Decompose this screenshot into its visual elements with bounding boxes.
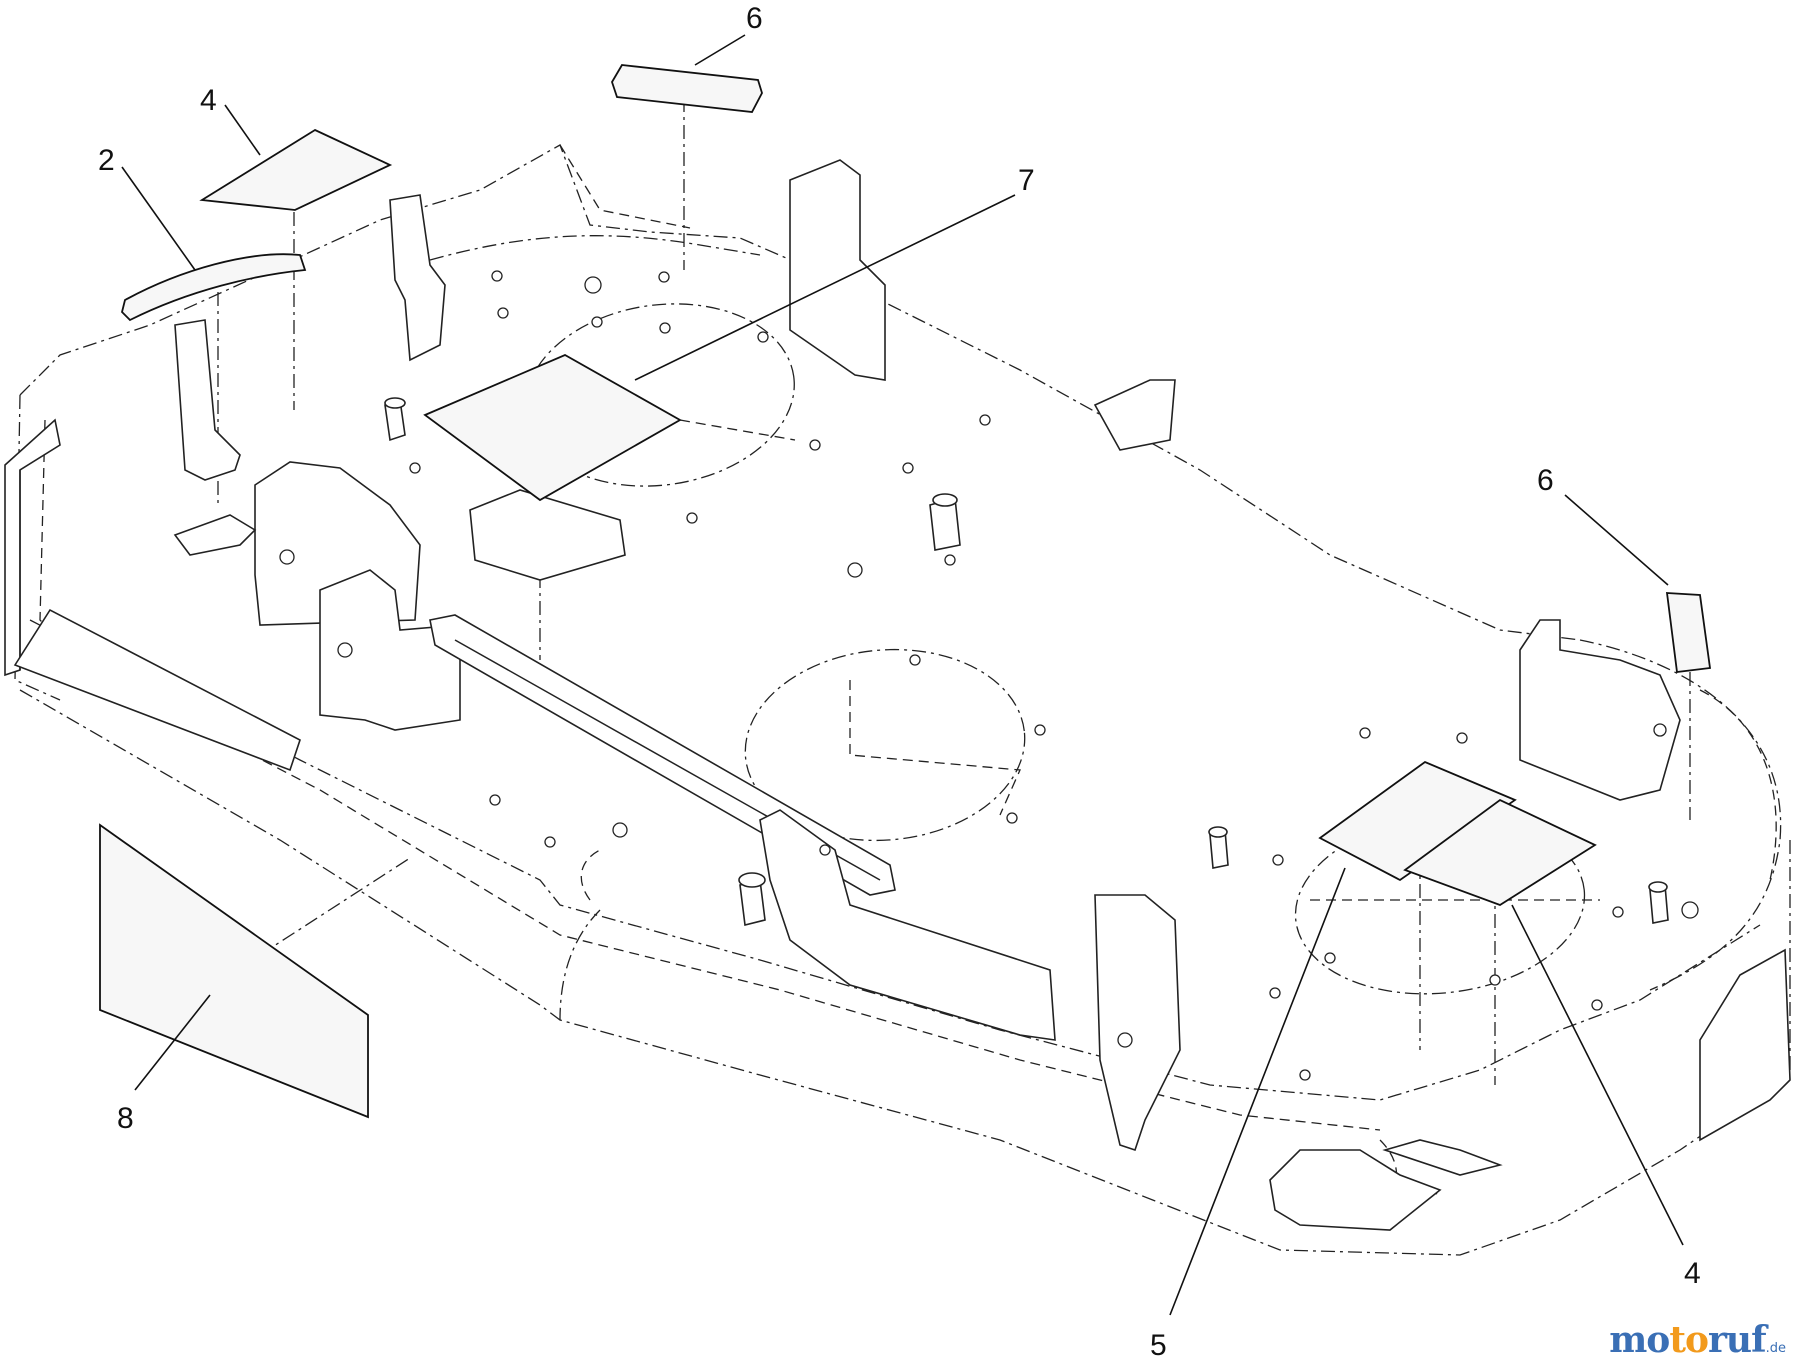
decal-4-bottom: [1403, 798, 1597, 906]
placement-lines: [217, 98, 1691, 1085]
callout-numbers: 6 4 2 7 6 8 5 4: [98, 2, 1701, 1362]
callout-7: 7: [1018, 164, 1035, 197]
motoruf-watermark-logo: motoruf.de: [1609, 1319, 1786, 1361]
callout-8: 8: [117, 1102, 134, 1135]
callout-2: 2: [98, 144, 115, 177]
callout-4-bottom: 4: [1684, 1257, 1701, 1290]
deck-brackets: [4, 159, 1791, 1231]
decal-5: [1318, 760, 1517, 882]
blade-circles: [525, 303, 1600, 995]
deck-holes: [409, 270, 1699, 1081]
decal-6-top: [611, 64, 763, 113]
callout-6-right: 6: [1537, 464, 1554, 497]
callout-5: 5: [1150, 1329, 1167, 1362]
callout-6-top: 6: [746, 2, 763, 35]
decal-6-right: [1665, 592, 1712, 674]
decal-8: [99, 823, 369, 1119]
decal-7: [423, 353, 682, 502]
decal-2: [121, 253, 307, 322]
decals: [99, 64, 1712, 1119]
leader-lines: [121, 34, 1684, 1316]
callout-4-top: 4: [200, 84, 217, 117]
decal-4-top: [199, 128, 393, 211]
